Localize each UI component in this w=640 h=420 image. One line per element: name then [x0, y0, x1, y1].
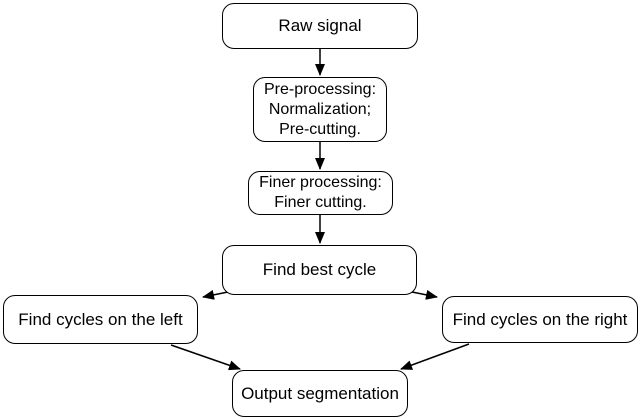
node-raw-signal: Raw signal: [222, 3, 418, 49]
node-find-cycles-right: Find cycles on the right: [442, 296, 638, 343]
node-find-cycles-left: Find cycles on the left: [3, 295, 198, 344]
node-pre-processing: Pre-processing: Normalization; Pre-cutti…: [253, 77, 387, 142]
node-finer-processing: Finer processing: Finer cutting.: [248, 171, 393, 215]
edge-best-to-right: [411, 289, 438, 300]
edge-left-to-output: [170, 344, 241, 371]
node-output-segmentation: Output segmentation: [232, 370, 408, 417]
edge-best-to-left: [202, 289, 229, 300]
edge-right-to-output: [400, 343, 470, 370]
node-find-best-cycle: Find best cycle: [222, 245, 417, 295]
